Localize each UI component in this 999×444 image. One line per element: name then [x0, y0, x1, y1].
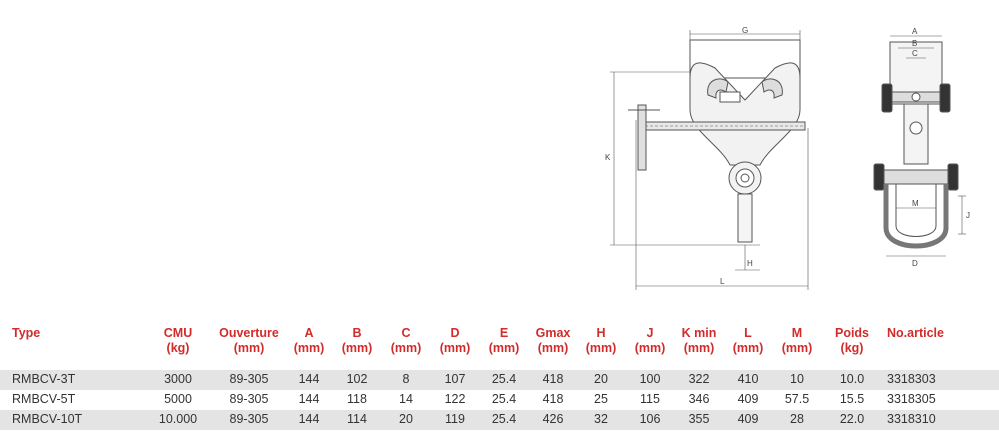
cell-ouverture: 89-305 — [229, 392, 269, 406]
cell-a: 144 — [298, 372, 320, 386]
cell-poids: 10.0 — [839, 372, 865, 386]
header-cmu: CMU(kg) — [163, 326, 193, 355]
cell-kmin: 355 — [688, 412, 710, 426]
cell-b: 118 — [347, 392, 367, 406]
cell-d: 119 — [445, 412, 465, 426]
table-row: RMBCV-3T 3000 89-305 144 102 8 107 25.4 … — [0, 370, 999, 390]
dim-label-a: A — [912, 27, 918, 36]
dim-label-m: M — [912, 199, 919, 208]
cell-m: 28 — [790, 412, 804, 426]
cell-poids: 22.0 — [839, 412, 865, 426]
cell-l: 410 — [737, 372, 759, 386]
cell-b: 114 — [347, 412, 367, 426]
cell-j: 115 — [640, 392, 660, 406]
cell-cmu: 3000 — [164, 372, 192, 386]
cell-type: RMBCV-3T — [12, 372, 76, 386]
header-c: C(mm) — [390, 326, 422, 355]
cell-b: 102 — [346, 372, 368, 386]
cell-cmu: 10.000 — [158, 412, 198, 426]
header-m: M(mm) — [781, 326, 813, 355]
header-j: J(mm) — [634, 326, 666, 355]
header-d: D(mm) — [439, 326, 471, 355]
cell-d: 107 — [444, 372, 466, 386]
cell-c: 20 — [399, 412, 413, 426]
header-l: L(mm) — [732, 326, 764, 355]
cell-cmu: 5000 — [164, 392, 192, 406]
header-a: A(mm) — [293, 326, 325, 355]
header-h: H(mm) — [585, 326, 617, 355]
cell-m: 57.5 — [784, 392, 810, 406]
dim-label-c: C — [912, 49, 918, 58]
dim-label-b: B — [912, 39, 917, 48]
cell-no-article: 3318303 — [887, 372, 936, 386]
cell-gmax: 426 — [542, 412, 564, 426]
dim-label-l: L — [720, 277, 725, 286]
cell-kmin: 346 — [688, 392, 710, 406]
cell-gmax: 418 — [542, 392, 564, 406]
cell-poids: 15.5 — [839, 392, 865, 406]
top-plate — [689, 39, 801, 79]
table-row: RMBCV-10T 10.000 89-305 144 114 20 119 2… — [0, 410, 999, 430]
dim-label-g: G — [742, 26, 748, 35]
header-gmax: Gmax(mm) — [535, 326, 571, 355]
cell-type: RMBCV-5T — [12, 392, 76, 406]
cell-no-article: 3318310 — [887, 412, 936, 426]
cell-e: 25.4 — [491, 392, 517, 406]
cell-l: 409 — [737, 392, 759, 406]
technical-drawing: G K L H A B C J M D — [605, 26, 970, 290]
cell-d: 122 — [444, 392, 466, 406]
dim-label-h: H — [747, 259, 753, 268]
cell-c: 8 — [402, 372, 410, 386]
header-poids: Poids(kg) — [834, 326, 870, 355]
cell-type: RMBCV-10T — [12, 412, 83, 426]
cell-no-article: 3318305 — [887, 392, 936, 406]
table-header: Type CMU(kg) Ouverture(mm) A(mm) B(mm) C… — [0, 320, 999, 370]
header-kmin: K min(mm) — [681, 326, 717, 355]
header-ouverture: Ouverture(mm) — [219, 326, 279, 355]
cell-h: 25 — [594, 392, 608, 406]
header-e: E(mm) — [488, 326, 520, 355]
cell-c: 14 — [399, 392, 413, 406]
cell-ouverture: 89-305 — [229, 412, 269, 426]
cell-kmin: 322 — [688, 372, 710, 386]
cell-e: 25.4 — [491, 412, 517, 426]
cell-a: 144 — [298, 412, 320, 426]
header-b: B(mm) — [341, 326, 373, 355]
cell-a: 144 — [298, 392, 320, 406]
table-row: RMBCV-5T 5000 89-305 144 118 14 122 25.4… — [0, 390, 999, 410]
shackle — [883, 184, 949, 249]
cell-m: 10 — [790, 372, 804, 386]
spec-table: Type CMU(kg) Ouverture(mm) A(mm) B(mm) C… — [0, 320, 999, 430]
dim-label-k: K — [605, 153, 611, 162]
dim-label-d: D — [912, 259, 918, 268]
cell-gmax: 418 — [542, 372, 564, 386]
cell-e: 25.4 — [491, 372, 517, 386]
cell-l: 409 — [737, 412, 759, 426]
dim-label-j: J — [966, 211, 970, 220]
handle — [637, 104, 647, 171]
cell-j: 106 — [639, 412, 661, 426]
cell-j: 100 — [639, 372, 661, 386]
cell-h: 32 — [594, 412, 608, 426]
header-no-article: No.article — [887, 326, 944, 340]
cell-h: 20 — [594, 372, 608, 386]
cell-ouverture: 89-305 — [229, 372, 269, 386]
header-type: Type — [12, 326, 41, 340]
